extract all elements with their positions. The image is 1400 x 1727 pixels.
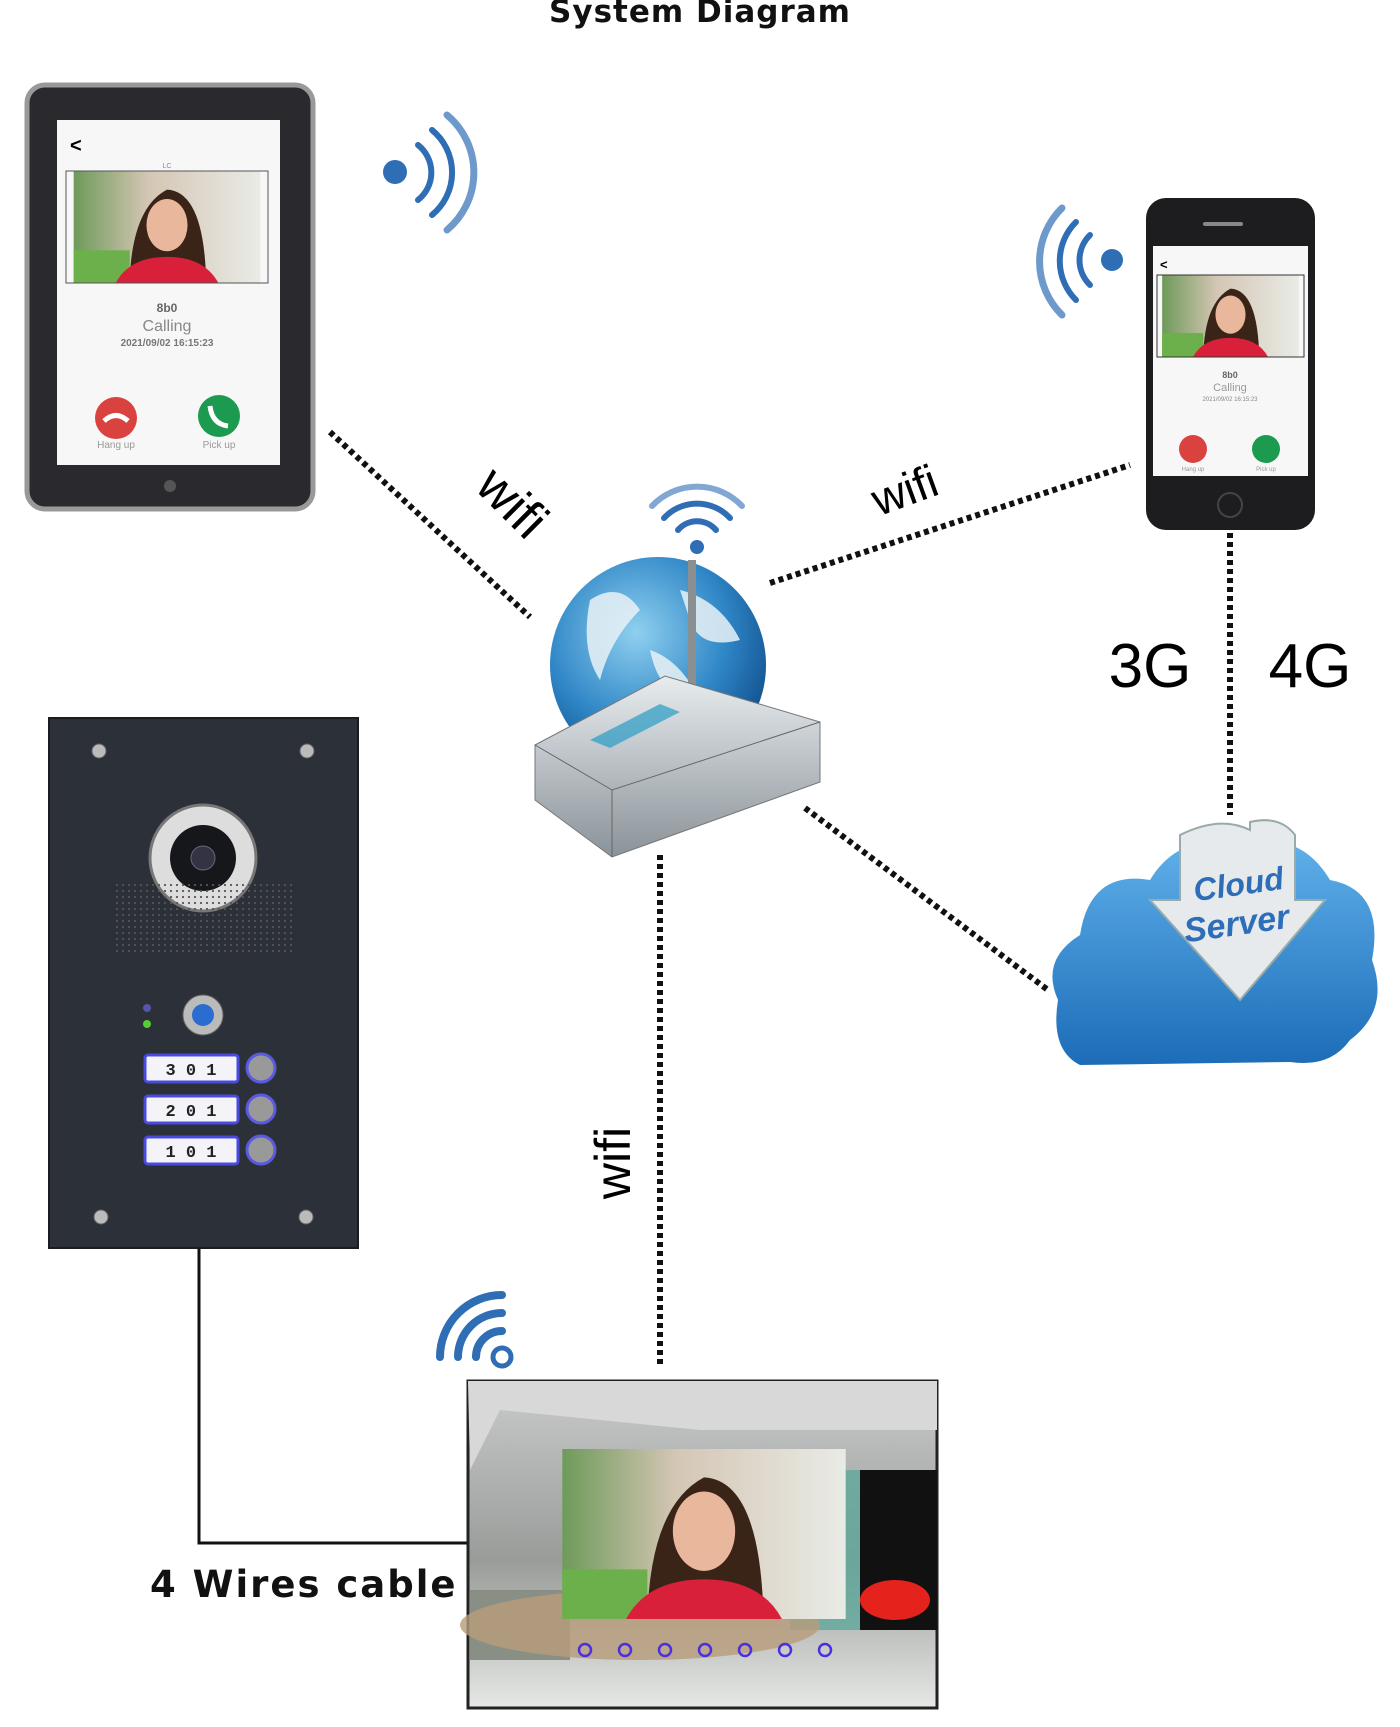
smartphone-device: < 8b0 Calling 2021/09/02 16:15:23 Hang u… bbox=[1146, 198, 1315, 530]
call-status: Calling bbox=[143, 318, 192, 335]
apartment-call-button[interactable]: 3 0 1 bbox=[143, 1052, 277, 1084]
apartment-call-button[interactable]: 2 0 1 bbox=[143, 1093, 277, 1125]
wifi-icon bbox=[649, 483, 745, 554]
cable-label: 4 Wires cable bbox=[150, 1563, 458, 1606]
caller-name: 8b0 bbox=[157, 301, 178, 315]
wifi-signal-icon bbox=[1036, 204, 1123, 319]
call-button-icon[interactable] bbox=[245, 1134, 277, 1166]
wifi-router-globe bbox=[534, 483, 821, 858]
call-button-icon[interactable] bbox=[245, 1052, 277, 1084]
apartment-call-button[interactable]: 1 0 1 bbox=[143, 1134, 277, 1166]
intercom-icon[interactable] bbox=[737, 1642, 753, 1658]
wifi-label-phone: wifi bbox=[863, 454, 944, 526]
wifi-signal-icon bbox=[383, 111, 478, 234]
apartment-number: 2 0 1 bbox=[165, 1103, 216, 1122]
wifi-label-monitor: wifi bbox=[585, 1127, 641, 1200]
wifi-label-tablet: wifi bbox=[464, 455, 559, 550]
pick-up-label: Pick up bbox=[1256, 467, 1276, 473]
monitor-wifi-icon bbox=[436, 1291, 514, 1369]
call-icon[interactable] bbox=[817, 1642, 833, 1658]
hang-up-label: Hang up bbox=[1182, 467, 1205, 473]
label-4g: 4G bbox=[1269, 632, 1352, 701]
indoor-monitor bbox=[460, 1379, 939, 1710]
settings-icon[interactable] bbox=[657, 1642, 673, 1658]
apartment-number: 1 0 1 bbox=[165, 1144, 216, 1163]
cloud-server: Cloud Server bbox=[1052, 819, 1378, 1065]
speaker-grill bbox=[115, 880, 295, 952]
pick-up-button[interactable] bbox=[198, 395, 240, 437]
call-datetime: 2021/09/02 16:15:23 bbox=[1202, 397, 1258, 403]
cable-line bbox=[197, 1248, 468, 1545]
caller-video bbox=[1162, 275, 1299, 357]
hang-up-label: Hang up bbox=[97, 440, 135, 451]
pick-up-label: Pick up bbox=[203, 440, 236, 451]
unlock2-icon[interactable] bbox=[617, 1642, 633, 1658]
caller-tag: LC bbox=[163, 163, 172, 170]
link-tablet-router bbox=[327, 429, 533, 620]
link-router-phone bbox=[769, 462, 1131, 586]
monitor-eye-icon[interactable] bbox=[697, 1642, 713, 1658]
back-icon[interactable]: < bbox=[70, 135, 82, 157]
caller-video bbox=[73, 171, 261, 283]
apartment-number: 3 0 1 bbox=[165, 1062, 216, 1081]
door-station bbox=[48, 717, 359, 1249]
hang-up-button[interactable] bbox=[1179, 435, 1207, 463]
link-lines bbox=[327, 429, 1233, 1368]
link-router-cloud bbox=[803, 805, 1050, 993]
call-datetime: 2021/09/02 16:15:23 bbox=[121, 338, 214, 349]
pick-up-icon bbox=[207, 405, 229, 429]
call-button-icon[interactable] bbox=[245, 1093, 277, 1125]
record-icon[interactable] bbox=[777, 1642, 793, 1658]
visitor-video bbox=[562, 1449, 846, 1619]
diagram-title: System Diagram bbox=[549, 0, 851, 30]
unlock-icon[interactable] bbox=[577, 1642, 593, 1658]
caller-name: 8b0 bbox=[1222, 370, 1238, 380]
hang-up-icon bbox=[102, 413, 130, 423]
pick-up-button[interactable] bbox=[1252, 435, 1280, 463]
call-status: Calling bbox=[1213, 382, 1247, 394]
back-icon[interactable]: < bbox=[1160, 257, 1168, 272]
tablet-device: < LC 8b0 Calling 2021/09/02 16:15:23 Han… bbox=[24, 82, 316, 512]
label-3g: 3G bbox=[1109, 632, 1192, 701]
